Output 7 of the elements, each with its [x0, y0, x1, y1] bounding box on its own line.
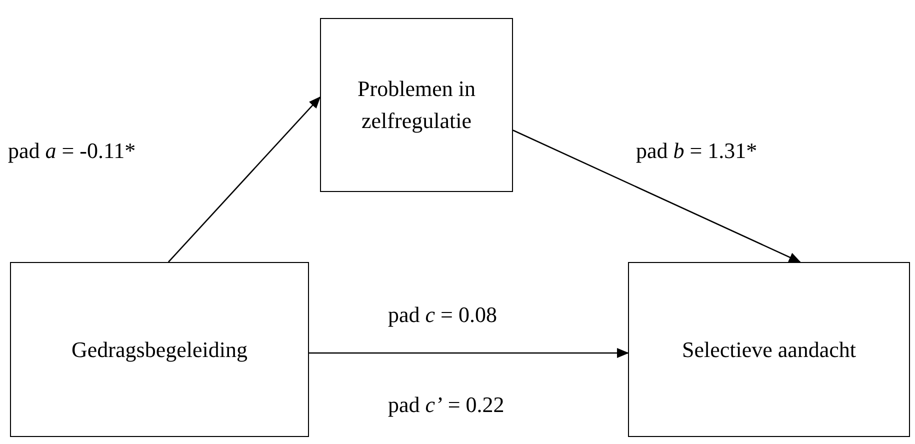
path-coefficient: pad c’ = 0.22 [388, 391, 504, 419]
arrow [309, 348, 629, 358]
arrow [168, 96, 321, 262]
variable-box: Selectieve aandacht [628, 262, 910, 437]
arrow [512, 130, 801, 263]
variable-box: Problemen in zelfregulatie [320, 18, 513, 192]
variable-box: Gedragsbegeleiding [10, 262, 309, 437]
